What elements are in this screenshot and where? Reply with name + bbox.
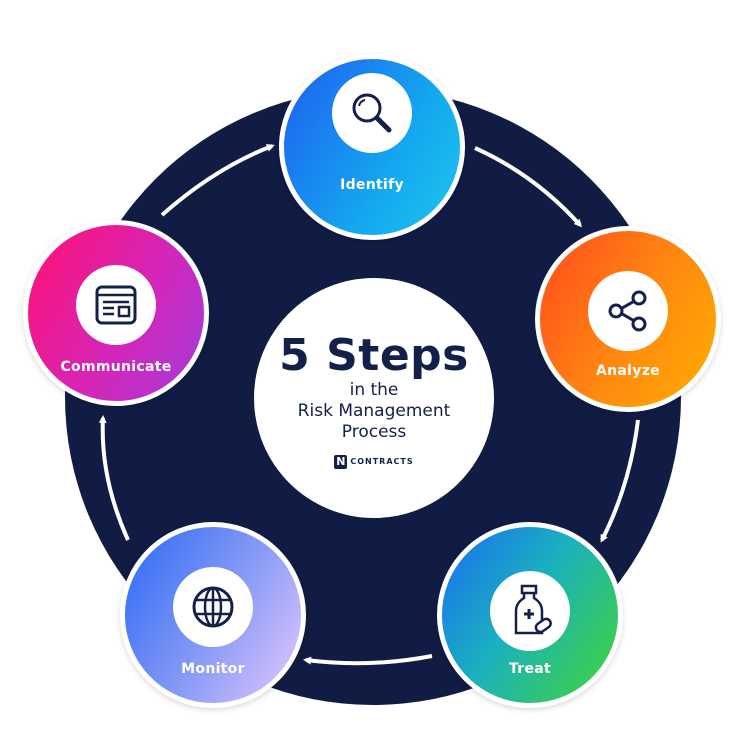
step-monitor: Monitor	[120, 522, 306, 708]
subtitle-line-2: Risk Management	[297, 400, 451, 421]
step-communicate: Communicate	[23, 220, 209, 406]
step-label: Analyze	[596, 363, 660, 379]
step-label: Communicate	[60, 359, 172, 375]
center-title-disc: 5 Steps in the Risk Management Process N…	[254, 278, 494, 518]
brand-logo: N CONTRACTS	[334, 454, 414, 469]
subtitle-line-3: Process	[341, 421, 407, 442]
globe-icon	[192, 586, 234, 628]
icon-disc	[76, 265, 156, 345]
arrow-analyze-to-treat	[600, 419, 640, 543]
step-label: Identify	[340, 177, 404, 193]
icon-disc	[490, 571, 570, 651]
arrow-treat-to-monitor	[303, 654, 433, 666]
arrow-communicate-to-identify	[160, 144, 275, 217]
step-analyze: Analyze	[535, 226, 721, 412]
magnifier-icon	[352, 93, 392, 133]
brand-word: CONTRACTS	[350, 457, 414, 466]
headline: 5 Steps	[279, 329, 469, 381]
icon-disc	[173, 567, 253, 647]
icon-disc	[332, 73, 412, 153]
arrow-monitor-to-communicate	[98, 415, 130, 541]
step-label: Treat	[508, 661, 552, 677]
icon-disc	[588, 271, 668, 351]
step-identify: Identify	[279, 54, 465, 240]
step-label: Monitor	[181, 661, 245, 677]
arrow-identify-to-analyze	[474, 146, 583, 228]
brand-mark: N	[334, 454, 348, 469]
medicine-bottle-icon	[514, 584, 552, 635]
step-treat: Treat	[437, 522, 623, 708]
subtitle-line-1: in the	[349, 379, 399, 400]
share-nodes-icon	[608, 290, 647, 332]
document-icon	[95, 285, 137, 325]
